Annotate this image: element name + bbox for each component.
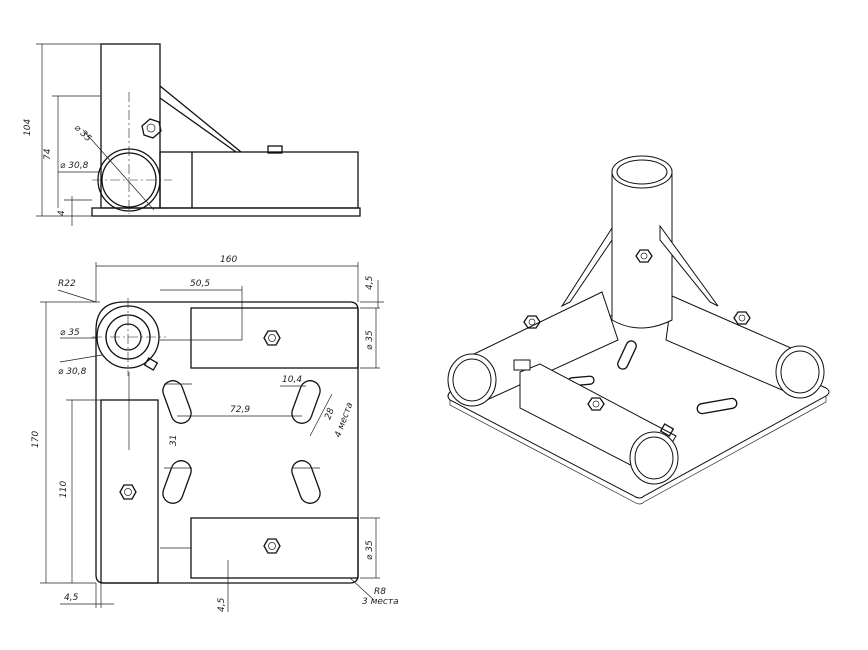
iso-nut-vertical <box>635 249 653 263</box>
dim-top-slot-count: 4 места <box>333 401 355 439</box>
iso-vertical-tube <box>611 169 673 329</box>
dim-top-offset-x: 50,5 <box>190 279 210 289</box>
top-tube-right-top <box>190 307 359 369</box>
side-nut <box>141 118 162 139</box>
iso-gusset-right <box>659 224 719 307</box>
dim-side-tube-inner: ⌀ 30,8 <box>60 161 89 171</box>
slot-1 <box>162 380 192 424</box>
slot-2 <box>291 380 321 424</box>
nut-bottom-right <box>263 538 281 554</box>
dim-top-margin-left: 4,5 <box>64 593 79 603</box>
side-gusset <box>159 85 242 153</box>
dim-side-center-height: 74 <box>43 148 53 160</box>
dim-top-height-inner: 110 <box>59 481 69 498</box>
iso-nut-left <box>523 315 541 329</box>
dim-top-tube-right-top: ⌀ 35 <box>365 330 375 350</box>
dim-side-total-height: 104 <box>23 119 33 136</box>
dim-top-corner-radius-small: R8 <box>374 587 386 597</box>
top-view <box>40 262 384 612</box>
dim-top-corner-count: 3 места <box>362 597 399 607</box>
dim-top-margin-top: 4,5 <box>365 275 375 290</box>
slots <box>162 380 321 504</box>
iso-nut-front <box>587 397 605 411</box>
slot-3 <box>162 460 192 504</box>
side-horizontal-tube <box>159 151 359 209</box>
dim-top-tube-inner: ⌀ 30,8 <box>58 367 87 377</box>
dim-top-width: 160 <box>220 255 237 265</box>
iso-nut-right <box>733 311 751 325</box>
dim-top-slot-spacing-x: 72,9 <box>230 405 250 415</box>
dim-top-slot-spacing-y: 31 <box>169 435 179 446</box>
dim-top-slot-width: 10,4 <box>282 375 302 385</box>
dim-top-margin-bottom: 4,5 <box>217 597 227 612</box>
isometric-view <box>447 155 830 505</box>
iso-slot-1 <box>617 340 637 370</box>
side-view <box>36 43 361 226</box>
side-base-plate <box>91 207 361 217</box>
nut-top-right <box>263 330 281 346</box>
dim-top-slot-length: 28 <box>323 407 336 421</box>
dim-top-corner-radius-big: R22 <box>58 279 76 289</box>
dim-side-tube-outer: ⌀ 35 <box>72 123 93 144</box>
iso-gusset-left <box>560 226 613 308</box>
dim-top-height-total: 170 <box>31 431 41 448</box>
nut-left <box>119 484 137 500</box>
top-tube-left <box>100 399 159 584</box>
iso-slot-2 <box>696 397 738 415</box>
dim-top-tube-outer: ⌀ 35 <box>60 328 80 338</box>
slot-4 <box>291 460 321 504</box>
dim-side-plate-thickness: 4 <box>57 210 67 216</box>
dim-top-tube-right-bottom: ⌀ 35 <box>365 540 375 560</box>
top-plate-outline <box>95 301 359 584</box>
